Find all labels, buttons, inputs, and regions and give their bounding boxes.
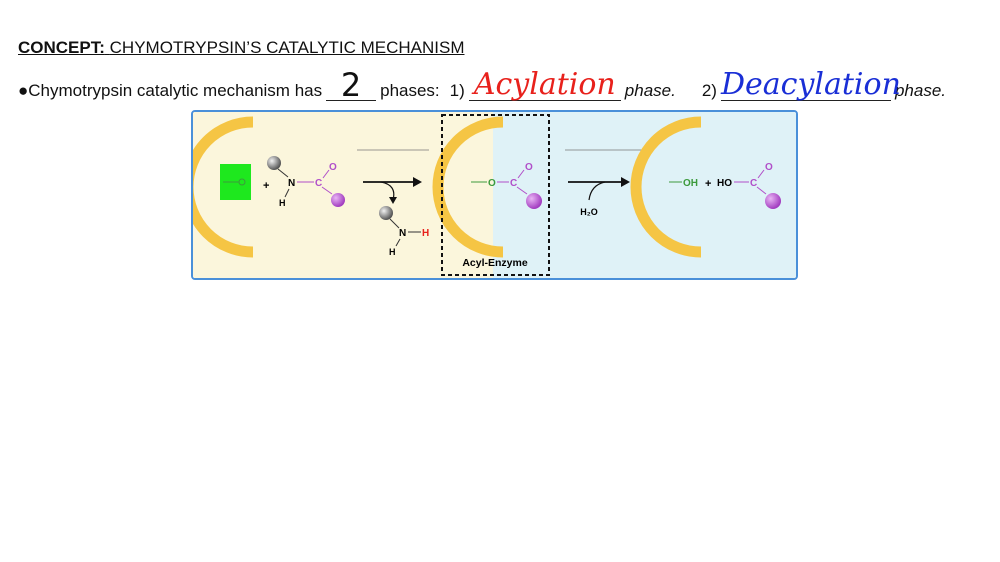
plus-2: + (705, 178, 711, 190)
answer-phase1: Acylation (473, 67, 616, 102)
panel-right-bg (493, 112, 796, 278)
reactant-bond-cr (321, 186, 333, 195)
reactant-bond-sn (277, 168, 289, 178)
product-bond-cr (756, 186, 767, 195)
phase-word-2: phase. (894, 81, 946, 100)
bullet: ● (18, 81, 29, 100)
reactant-c: C (315, 178, 322, 189)
leaving-n: N (399, 228, 406, 239)
leaving-bond-sn (389, 218, 400, 229)
reactant-purple-sphere (331, 193, 345, 207)
product-c: C (750, 178, 757, 189)
product-oh: OH (683, 178, 698, 189)
acyl-bond-co (517, 169, 525, 179)
answer-blank-phase2: Deacylation (720, 68, 901, 102)
product-o: O (765, 162, 773, 173)
acyl-enzyme-label: Acyl-Enzyme (462, 257, 528, 269)
enzyme-arc-right (630, 116, 702, 258)
concept-title: CHYMOTRYPSIN’S CATALYTIC MECHANISM (109, 38, 465, 57)
answer-count: 2 (340, 66, 362, 104)
enzyme-arc-left (193, 116, 254, 258)
product-purple-sphere (765, 193, 781, 209)
acyl-c: C (510, 178, 517, 189)
plus-1: + (263, 180, 269, 192)
phases-text: phases: (380, 81, 440, 100)
reactant-gray-sphere (267, 156, 281, 170)
statement-prefix: Chymotrypsin catalytic mechanism has (28, 81, 323, 100)
reactant-n: N (288, 178, 295, 189)
leaving-bond-nh (395, 238, 401, 247)
statement-line: ● Chymotrypsin catalytic mechanism has 2… (18, 68, 946, 103)
concept-label: CONCEPT: (18, 38, 105, 57)
reactant-bond-co (322, 169, 330, 179)
page-title: CONCEPT: CHYMOTRYPSIN’S CATALYTIC MECHAN… (18, 38, 464, 58)
reactant-bond-nh (284, 188, 290, 198)
leaving-h-red: H (422, 228, 429, 239)
acyl-o: O (488, 178, 496, 189)
arrowhead-2 (621, 177, 630, 187)
acyl-purple-sphere (526, 193, 542, 209)
item2-number: 2) (701, 81, 717, 100)
reactant-h: H (279, 198, 286, 208)
reactant-o: O (329, 162, 337, 173)
curved-arrow-2 (588, 181, 606, 201)
curved-arrowhead-1 (389, 197, 397, 204)
product-bond-co (757, 169, 765, 179)
acyl-bond-cr (516, 186, 528, 195)
answer-phase2: Deacylation (720, 67, 901, 102)
answer-blank-phase1: Acylation (468, 68, 621, 102)
acyl-o2: O (525, 162, 533, 173)
phase-word-1: phase. (624, 81, 676, 100)
product-ho: HO (717, 178, 732, 189)
arrowhead-1 (413, 177, 422, 187)
enzyme-oxygen-ring (238, 178, 246, 186)
item1-number: 1) (449, 81, 465, 100)
answer-blank-count: 2 (326, 68, 377, 102)
water-label: H₂O (580, 207, 598, 217)
leaving-gray-sphere (379, 206, 393, 220)
mechanism-diagram: O + N H C O N H H O C O (191, 110, 798, 280)
leaving-h: H (389, 247, 396, 257)
enzyme-arc-middle (432, 116, 504, 258)
